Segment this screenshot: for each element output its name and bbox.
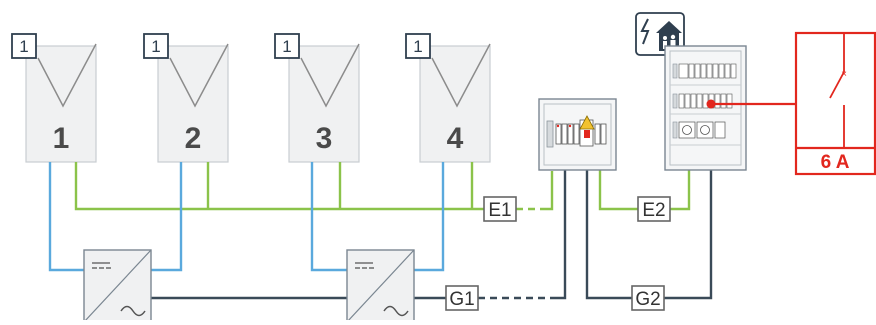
string-badge: [405, 33, 431, 59]
solar-panel-4: 4 1: [405, 33, 491, 163]
solar-panel-3: 3 1: [274, 33, 360, 163]
house-with-family-and-lightning-icon: [635, 12, 685, 56]
cable-tag-g1: G1: [445, 285, 479, 311]
panel-number: 1: [53, 122, 70, 155]
breaker-detail: × 6 A: [794, 31, 876, 176]
main-distribution-board: [664, 45, 747, 171]
breaker-callout: [706, 99, 798, 109]
solar-panel-1: 1 1: [11, 33, 97, 163]
highlight-dot: [706, 99, 716, 109]
string-badge: [274, 33, 300, 59]
panel-number: 4: [447, 122, 464, 155]
string-badge-label: 1: [19, 37, 28, 56]
breaker-rating: 6 A: [821, 152, 850, 173]
breaker-mark: ×: [841, 69, 847, 80]
panel-number: 3: [316, 122, 333, 155]
string-badge: [143, 33, 169, 59]
warning-icon: [579, 115, 595, 130]
cable-tag-label: E2: [642, 200, 665, 221]
string-badge-label: 1: [413, 37, 422, 56]
solar-panel-2: 2 1: [143, 33, 229, 163]
inverter-1: [83, 249, 152, 323]
cable-tag-g2: G2: [631, 285, 665, 311]
cable-tag-label: G1: [449, 289, 474, 310]
cable-tag-label: G2: [635, 289, 660, 310]
inverter-2: [346, 249, 415, 323]
cable-tag-e2: E2: [637, 196, 671, 222]
cable-tag-label: E1: [488, 200, 511, 221]
ac-cables: [151, 170, 713, 300]
string-badge-label: 1: [282, 37, 291, 56]
panel-number: 2: [185, 122, 202, 155]
string-badge-label: 1: [151, 37, 160, 56]
cable-tag-e1: E1: [483, 196, 517, 222]
earth-cable-e1: [74, 162, 554, 211]
string-badge: [11, 33, 37, 59]
switch-contact: [829, 71, 845, 99]
dc-cables: [48, 162, 445, 272]
pv-distribution-box: [538, 98, 617, 171]
earth-cable-e2: [598, 170, 691, 211]
